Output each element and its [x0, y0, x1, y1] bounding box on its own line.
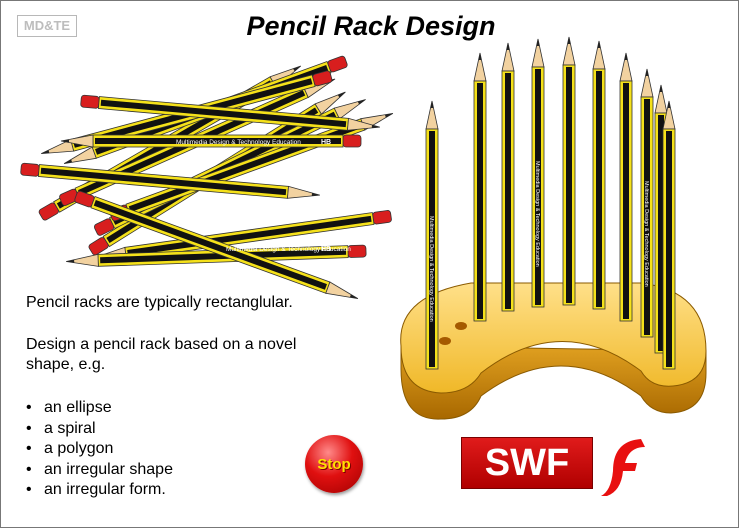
- pile-pencil-1: [87, 86, 350, 257]
- svg-text:HB: HB: [321, 246, 331, 253]
- pile-pencil-11: [92, 209, 393, 265]
- intro-text: Pencil racks are typically rectanglular.: [26, 294, 293, 311]
- pile-pencil-6: [61, 54, 349, 170]
- svg-text:HB: HB: [321, 139, 331, 146]
- pencil-pile: Multimedia Design & Technology Education…: [19, 54, 396, 305]
- pile-pencil-9: [60, 134, 362, 148]
- list-item: an irregular form.: [26, 480, 173, 501]
- list-item: an ellipse: [26, 398, 173, 419]
- swf-button[interactable]: SWF: [461, 437, 593, 489]
- pile-pencil-3: [108, 107, 396, 223]
- stop-button[interactable]: Stop: [305, 435, 363, 493]
- svg-text:Multimedia Design & Technology: Multimedia Design & Technology Education: [643, 181, 649, 287]
- standing-pencils: Multimedia Design & Technology Education…: [425, 36, 676, 370]
- svg-text:Multimedia Design & Technology: Multimedia Design & Technology Education: [226, 246, 351, 253]
- svg-text:Multimedia Design & Technology: Multimedia Design & Technology Education: [176, 139, 301, 146]
- list-item: a spiral: [26, 419, 173, 440]
- page-title: Pencil Rack Design: [246, 11, 496, 41]
- pile-pencil-2: [92, 93, 369, 237]
- list-item: a polygon: [26, 439, 173, 460]
- pile-pencil-4: [37, 60, 305, 222]
- pile-pencil-8: [79, 94, 381, 134]
- mdte-logo: MD&TE: [17, 15, 77, 37]
- pile-pencil-13: [73, 189, 361, 305]
- pile-pencil-5: [58, 72, 339, 207]
- list-item: an irregular shape: [26, 460, 173, 481]
- flash-logo-icon: [601, 439, 645, 496]
- stop-label: Stop: [317, 455, 351, 473]
- pile-pencil-7: [39, 69, 334, 160]
- shape-list: an ellipse a spiral a polygon an irregul…: [26, 398, 173, 501]
- svg-text:Multimedia Design & Technology: Multimedia Design & Technology Education: [534, 161, 540, 267]
- pencil-rack: [400, 282, 707, 420]
- pile-pencil-12: [65, 244, 367, 268]
- swf-label: SWF: [484, 441, 570, 484]
- pile-pencil-10: [19, 162, 321, 202]
- svg-text:Multimedia Design & Technology: Multimedia Design & Technology Education: [428, 216, 434, 322]
- prompt-text: Design a pencil rack based on a novel sh…: [26, 336, 297, 373]
